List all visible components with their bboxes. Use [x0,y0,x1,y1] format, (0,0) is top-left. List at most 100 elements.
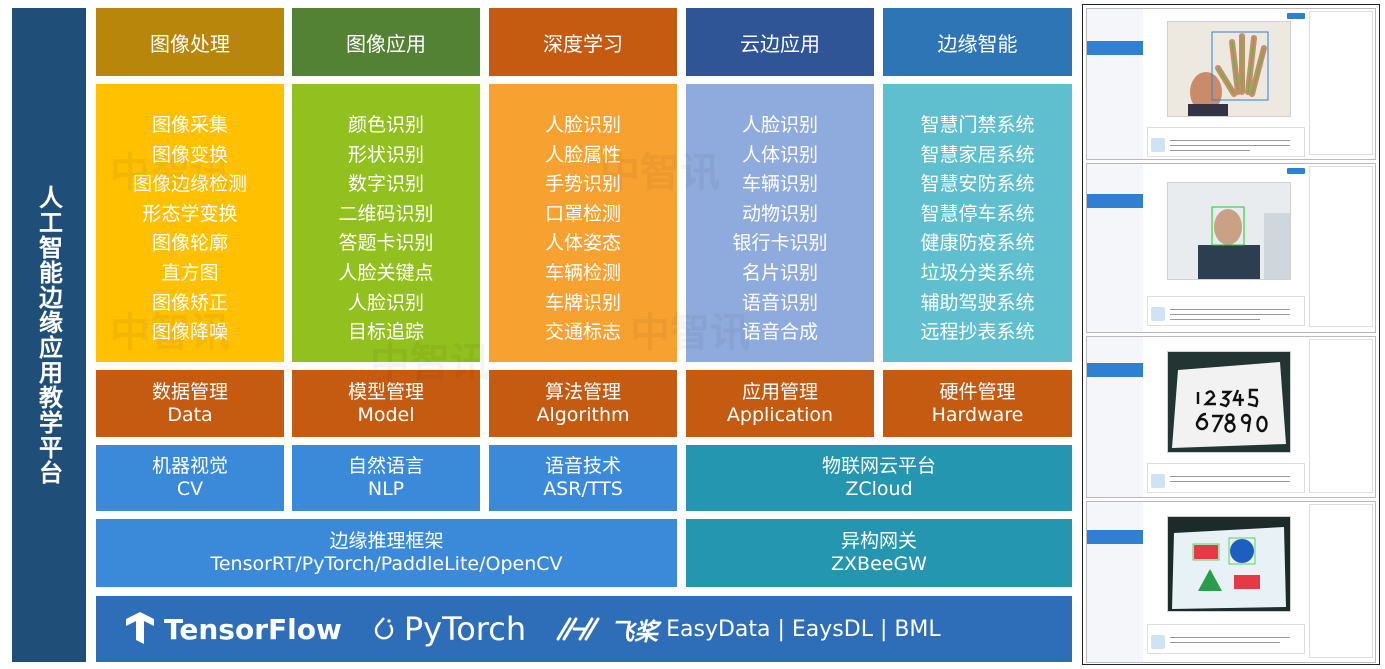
list-item: 远程抄表系统 [920,321,1035,344]
paddle-cn-label: 飞桨 [610,617,659,646]
box-title-en: Data [167,403,213,426]
list-item: 交通标志 [544,321,621,344]
header-label: 深度学习 [543,31,623,56]
list-item: 语音合成 [741,321,818,344]
list-item: 智慧家居系统 [920,143,1035,166]
list-item: 人脸属性 [544,143,621,166]
list-item: 动物识别 [741,202,818,225]
screenshot-nav [1087,337,1143,497]
box-title-cn: 应用管理 [741,380,818,403]
column-header-cloud-edge: 云边应用 [686,8,874,76]
box-title-en: Model [357,403,415,426]
nlp-box: 自然语言 NLP [292,445,480,511]
box-title-en: Algorithm [536,403,630,426]
column-header-deep-learning: 深度学习 [489,8,677,76]
platform-title: 人工智能边缘应用教学平台 [34,185,63,485]
tensorflow-label: TensorFlow [164,612,342,646]
speech-tech-box: 语音技术 ASR/TTS [489,445,677,511]
list-item: 人脸关键点 [338,261,434,284]
result-panel [1309,11,1373,155]
list-item: 直方图 [161,261,219,284]
info-card [1147,296,1305,326]
camera-view [1167,516,1291,612]
list-item: 图像采集 [151,114,228,136]
cv-box: 机器视觉 CV [96,445,284,511]
gateway-box: 异构网关 ZXBeeGW [686,519,1072,587]
list-item: 智慧停车系统 [920,202,1035,225]
list-item: 口罩检测 [544,202,621,225]
application-management-box: 应用管理 Application [686,370,874,437]
list-item: 图像矫正 [151,291,228,314]
paddle-suite-label: EasyData | EaysDL | BML [666,616,941,642]
paddle-icon [556,617,600,641]
list-item: 名片识别 [741,261,818,284]
box-title-en: Hardware [931,403,1024,426]
tensorflow-icon [126,612,154,644]
header-label: 云边应用 [740,31,820,56]
box-title-cn: 数据管理 [151,380,228,403]
list-item: 图像轮廓 [151,232,228,255]
column-list-deep-learning: 人脸识别 人脸属性 手势识别 口罩检测 人体姿态 车辆检测 车牌识别 交通标志 [489,84,677,362]
box-title-cn: 算法管理 [544,380,621,403]
pytorch-label: PyTorch [403,610,527,648]
list-item: 车辆检测 [544,261,621,284]
info-card [1147,127,1305,157]
box-title-en: TensorRT/PyTorch/PaddleLite/OpenCV [210,553,563,575]
column-list-image-processing: 图像采集 图像变换 图像边缘检测 形态学变换 图像轮廓 直方图 图像矫正 图像降… [96,84,284,362]
list-item: 垃圾分类系统 [920,261,1035,284]
box-title-cn: 语音技术 [544,455,621,477]
screenshot-button [1287,168,1305,174]
column-header-image-application: 图像应用 [292,8,480,76]
column-header-edge-intelligence: 边缘智能 [883,8,1072,76]
box-title-en: CV [176,478,204,500]
list-item: 手势识别 [544,173,621,196]
list-item: 人脸识别 [741,114,818,136]
list-item: 人体识别 [741,143,818,166]
list-item: 形态学变换 [142,202,238,225]
list-item: 二维码识别 [338,202,434,225]
camera-view [1167,182,1291,280]
list-item: 人脸识别 [544,114,621,136]
list-item: 图像边缘检测 [132,173,247,196]
result-panel [1309,339,1373,493]
screenshot-nav [1087,502,1143,662]
box-title-en: ZXBeeGW [831,553,927,575]
list-item: 形状识别 [347,143,424,166]
model-management-box: 模型管理 Model [292,370,480,437]
box-title-en: Application [726,403,834,426]
box-title-cn: 异构网关 [840,530,917,552]
box-title-cn: 机器视觉 [151,455,228,477]
column-header-image-processing: 图像处理 [96,8,284,76]
box-title-cn: 模型管理 [347,380,424,403]
list-item: 人体姿态 [544,232,621,255]
list-item: 辅助驾驶系统 [920,291,1035,314]
list-item: 语音识别 [741,291,818,314]
column-list-image-application: 颜色识别 形状识别 数字识别 二维码识别 答题卡识别 人脸关键点 人脸识别 目标… [292,84,480,362]
list-item: 银行卡识别 [732,232,828,255]
list-item: 智慧安防系统 [920,173,1035,196]
pytorch-logo: PyTorch [372,610,526,648]
framework-logos-bar: TensorFlow PyTorch 飞桨 EasyData | EaysDL … [96,596,1072,662]
header-label: 图像处理 [150,31,230,56]
edge-inference-box: 边缘推理框架 TensorRT/PyTorch/PaddleLite/OpenC… [96,519,677,587]
header-label: 图像应用 [346,31,426,56]
list-item: 目标追踪 [347,321,424,344]
list-item: 答题卡识别 [338,232,434,255]
box-title-en: NLP [367,478,405,500]
hardware-management-box: 硬件管理 Hardware [883,370,1072,437]
list-item: 颜色识别 [347,114,424,136]
list-item: 图像降噪 [151,321,228,344]
column-list-cloud-edge: 人脸识别 人体识别 车辆识别 动物识别 银行卡识别 名片识别 语音识别 语音合成 [686,84,874,362]
box-title-en: ASR/TTS [543,478,623,500]
tensorflow-logo: TensorFlow [124,612,342,646]
face-demo-screenshot [1086,163,1376,333]
list-item: 智慧门禁系统 [920,114,1035,136]
result-panel [1309,166,1373,328]
list-item: 健康防疫系统 [920,232,1035,255]
list-item: 数字识别 [347,173,424,196]
screenshot-button [1287,13,1305,19]
gesture-demo-screenshot [1086,8,1376,160]
demo-screenshots-panel [1082,4,1380,665]
screenshot-nav [1087,164,1143,332]
info-card [1147,624,1305,654]
